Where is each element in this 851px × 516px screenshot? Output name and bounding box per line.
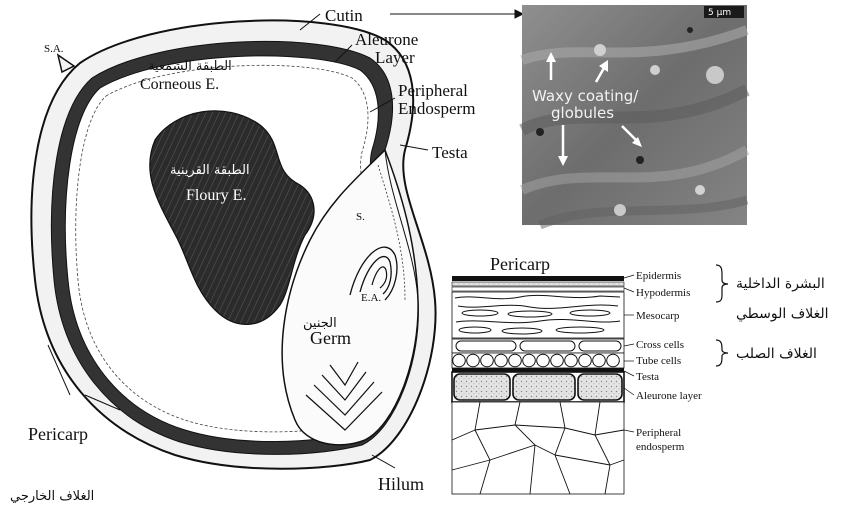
arabic-corneous-label: الطبقة الشمعية bbox=[148, 59, 232, 74]
layer-hypodermis: Hypodermis bbox=[636, 287, 690, 299]
corneous-label: Corneous E. bbox=[140, 76, 219, 93]
ea-label: E.A. bbox=[361, 292, 381, 304]
tube-cell bbox=[453, 354, 466, 367]
sem-caption-1: Waxy coating/ bbox=[532, 87, 639, 105]
tube-cell bbox=[565, 354, 578, 367]
layer-peripheral: Peripheral bbox=[636, 427, 681, 439]
layer-testa: Testa bbox=[636, 371, 659, 383]
tube-cell bbox=[523, 354, 536, 367]
sem-caption-2: globules bbox=[551, 104, 614, 122]
arabic-middle-label: الغلاف الوسطي bbox=[736, 306, 829, 322]
layer-mesocarp: Mesocarp bbox=[636, 310, 680, 322]
cross-section-title: Pericarp bbox=[490, 254, 550, 274]
peripheral-endosperm-label-2: Endosperm bbox=[398, 99, 475, 118]
tube-cell bbox=[593, 354, 606, 367]
layer-epidermis: Epidermis bbox=[636, 270, 681, 282]
tube-cell bbox=[509, 354, 522, 367]
layer-endosperm: endosperm bbox=[636, 441, 685, 453]
tube-cell bbox=[495, 354, 508, 367]
tube-cell bbox=[607, 354, 620, 367]
aleurone-label-2: Layer bbox=[375, 48, 415, 67]
germ-label: Germ bbox=[310, 328, 351, 348]
arabic-hard-label: الغلاف الصلب bbox=[736, 346, 817, 362]
pericarp-label: Pericarp bbox=[28, 424, 88, 444]
tube-cell bbox=[551, 354, 564, 367]
aleurone-label-1: Aleurone bbox=[355, 30, 418, 49]
layer-tube-cells: Tube cells bbox=[636, 355, 681, 367]
sem-micrograph: 5 μm Waxy coating/ globules bbox=[522, 5, 747, 225]
arabic-outer-label: الغلاف الخارجي bbox=[10, 489, 94, 504]
sa-label: S.A. bbox=[44, 43, 64, 55]
s-label: S. bbox=[356, 211, 365, 223]
hilum-label: Hilum bbox=[378, 474, 424, 494]
tube-cell bbox=[537, 354, 550, 367]
arabic-floury-label: الطبقة القرينية bbox=[170, 163, 250, 178]
tube-cell bbox=[467, 354, 480, 367]
cutin-label: Cutin bbox=[325, 6, 363, 25]
testa-label: Testa bbox=[432, 143, 468, 162]
layer-cross-cells: Cross cells bbox=[636, 339, 684, 351]
tube-cell bbox=[579, 354, 592, 367]
floury-label: Floury E. bbox=[186, 187, 246, 204]
peripheral-endosperm-label-1: Peripheral bbox=[398, 81, 468, 100]
arabic-inner-label: البشرة الداخلية bbox=[736, 276, 825, 292]
sem-scale: 5 μm bbox=[708, 8, 731, 18]
layer-aleurone: Aleurone layer bbox=[636, 390, 702, 402]
tube-cell bbox=[481, 354, 494, 367]
